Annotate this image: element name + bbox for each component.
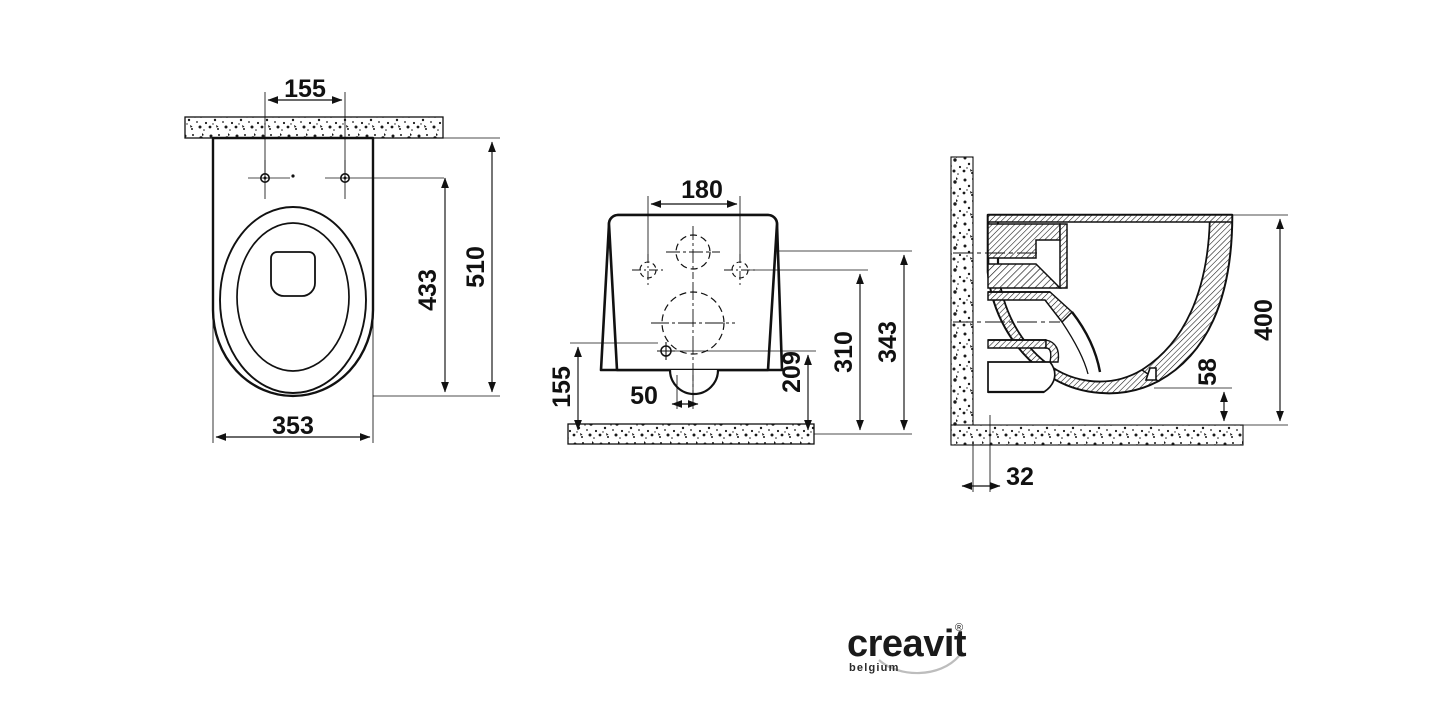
section-wall	[950, 156, 974, 442]
dimension-343: 343	[775, 250, 912, 435]
dimension-label-58: 58	[1194, 358, 1222, 386]
brand-logo: creavit ® belgium	[847, 622, 967, 675]
dimension-label-400: 400	[1250, 299, 1278, 341]
seat-inner-ring	[236, 222, 350, 372]
flush-rim-detail	[987, 223, 1068, 289]
section-floor	[950, 424, 1244, 446]
logo-brand-text: creavit	[847, 623, 967, 665]
logo-swoosh	[878, 655, 960, 675]
fixing-shelf-lower	[987, 339, 1060, 363]
trapway-line	[1071, 311, 1102, 373]
bowl-lip-notch	[1144, 367, 1157, 381]
dimension-155-front: 155	[548, 342, 658, 431]
rim-top-band	[987, 214, 1233, 223]
dimension-353: 353	[212, 320, 374, 443]
seat-outer-ring	[219, 206, 367, 394]
dimension-310: 310	[748, 269, 868, 431]
section-view: 400 58 32	[950, 156, 1288, 492]
dimension-label-310: 310	[830, 331, 858, 373]
top-view: 155 510 433 353	[184, 75, 500, 443]
logo-registered-mark: ®	[955, 622, 963, 634]
water-inlet-circle	[666, 226, 720, 279]
dimension-label-32: 32	[1006, 463, 1034, 491]
lower-skirt	[987, 361, 1056, 393]
outlet-bulge	[668, 369, 720, 396]
trapway-line-inner	[1061, 321, 1089, 375]
dimension-label-353: 353	[272, 412, 314, 440]
dimension-label-209: 209	[778, 351, 806, 393]
logo-tagline-text: belgium	[849, 662, 900, 674]
front-view-floor	[567, 423, 815, 445]
top-view-wall	[184, 116, 444, 139]
dimension-433: 433	[414, 177, 449, 393]
dimension-180: 180	[647, 176, 741, 262]
flush-opening	[270, 251, 316, 297]
dimension-label-155-front: 155	[548, 366, 576, 408]
fixing-channel-upper	[987, 263, 1062, 289]
dimension-label-50: 50	[630, 382, 658, 410]
dimension-label-343: 343	[874, 321, 902, 363]
dimension-label-433: 433	[414, 269, 442, 311]
dimension-155-top: 155	[264, 75, 346, 174]
dimension-50: 50	[630, 375, 699, 410]
dimension-58: 58	[1154, 358, 1232, 422]
dimension-209: 209	[672, 350, 816, 431]
front-view: 180 343 310 209 155	[548, 176, 912, 445]
dimension-label-180: 180	[681, 176, 723, 204]
dimension-label-510: 510	[462, 246, 490, 288]
dimension-400: 400	[1232, 214, 1288, 426]
dimension-510: 510	[373, 137, 500, 397]
dimension-32: 32	[961, 415, 1034, 492]
centre-mark	[291, 174, 295, 178]
dimension-label-155-top: 155	[284, 75, 326, 103]
